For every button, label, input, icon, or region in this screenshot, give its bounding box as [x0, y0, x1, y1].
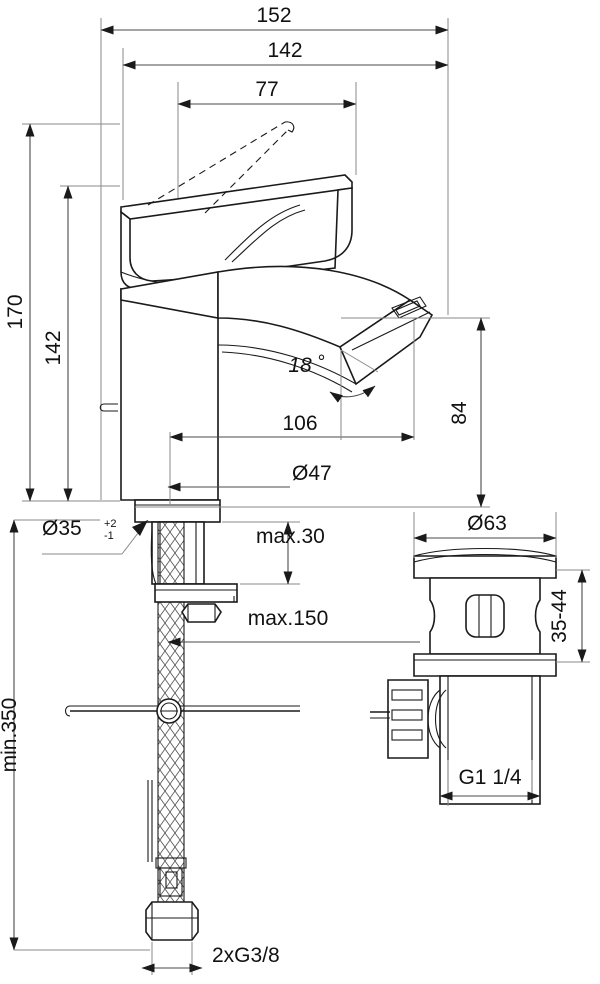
dimension-label-152: 152	[256, 4, 291, 27]
dimension-142-height: 142	[42, 185, 73, 502]
faucet-assembly	[99, 121, 434, 523]
dimension-label-142-height: 142	[42, 330, 65, 365]
dimension-label-diameter-35: Ø35	[42, 517, 82, 540]
dimension-label-2xG38: 2xG3/8	[212, 944, 280, 967]
dimension-106: 106	[169, 412, 415, 442]
dimension-label-G1-1-4: G1 1/4	[458, 766, 521, 789]
dimension-min-350: min.350	[0, 519, 150, 951]
extension-lines-spout	[169, 318, 415, 505]
dimension-label-35-tol-minus: -1	[104, 530, 114, 542]
dimension-label-106: 106	[282, 412, 317, 435]
dimension-152: 152	[100, 4, 449, 35]
dimension-G1-1-4: G1 1/4	[439, 760, 541, 806]
dimension-label-max-30: max.30	[256, 525, 325, 548]
dimension-max-30: max.30	[222, 521, 325, 585]
shank-and-hose-assembly	[64, 521, 300, 941]
dimension-label-angle-18: 18	[288, 354, 312, 377]
mounting-hex-nut	[181, 603, 222, 623]
mounting-plate	[154, 583, 238, 603]
pop-up-lift-rod	[64, 698, 300, 724]
supply-connector-nut	[145, 901, 199, 941]
dimension-35-44: 35-44	[548, 569, 590, 663]
lever-raised-position-hidden-edges	[147, 121, 295, 214]
dimension-170: 170	[4, 123, 35, 502]
base-escutcheon	[134, 499, 221, 523]
dimension-label-max-150: max.150	[248, 607, 329, 630]
dimension-label-min-350: min.350	[0, 698, 21, 773]
dimension-142-width: 142	[122, 39, 449, 70]
dimension-2xG38: 2xG3/8	[141, 942, 280, 975]
extension-lines-left	[22, 123, 120, 502]
spout	[217, 265, 434, 393]
dimension-label-84: 84	[448, 401, 471, 425]
dimension-diameter-47: Ø47	[167, 462, 332, 492]
dimension-label-142-width: 142	[267, 39, 302, 62]
dimension-angle-18: 18 °	[288, 349, 379, 440]
dimension-mounting-hole-35: Ø35 +2 -1	[42, 517, 149, 555]
waste-lever-housing	[370, 679, 447, 759]
dimension-label-77: 77	[255, 78, 278, 101]
dimension-84: 84	[135, 317, 490, 508]
pop-up-rod-lever	[99, 403, 118, 412]
dimension-label-35-tol-plus: +2	[104, 518, 117, 530]
faucet-body	[120, 271, 219, 501]
pop-up-waste-assembly	[370, 547, 557, 805]
dimension-label-170: 170	[4, 294, 27, 329]
dimension-label-diameter-47: Ø47	[292, 462, 332, 485]
dimension-label-35-44: 35-44	[548, 589, 571, 643]
dimension-diameter-63: Ø63	[413, 512, 557, 558]
dimension-77: 77	[177, 78, 357, 109]
dimension-max-150: max.150	[167, 607, 420, 647]
dimension-label-angle-unit: °	[317, 352, 325, 373]
dimension-label-diameter-63: Ø63	[467, 512, 507, 535]
